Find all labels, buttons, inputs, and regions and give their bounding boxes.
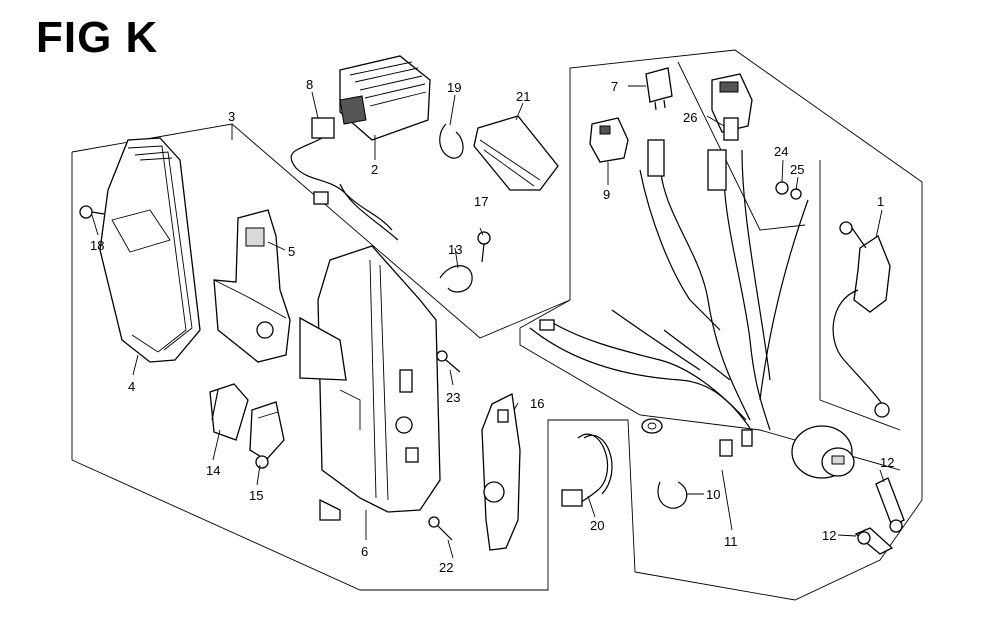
- part-9-connector: [589, 117, 629, 163]
- part-11-harness: [529, 139, 809, 457]
- part-18-screw: [79, 205, 105, 219]
- key-switch: [791, 425, 855, 479]
- callout-18: 18: [90, 238, 104, 253]
- callout-15: 15: [249, 488, 263, 503]
- callout-7: 7: [611, 79, 618, 94]
- callout-1: 1: [877, 194, 884, 209]
- part-2-regulator: [339, 55, 431, 141]
- figure-title: FIG K: [36, 13, 159, 62]
- part-24-nut: [775, 181, 789, 195]
- part-4-cover: [99, 137, 201, 363]
- part-17-bolt: [477, 231, 491, 263]
- part-5-bracket: [213, 209, 291, 363]
- callout-14: 14: [206, 463, 220, 478]
- callout-16: 16: [530, 396, 544, 411]
- part-1-switch: [832, 221, 891, 418]
- part-25-washer: [790, 188, 802, 200]
- callout-11: 11: [724, 534, 738, 549]
- part-23-screw: [436, 350, 461, 373]
- part-7-relay: [645, 67, 673, 111]
- part-19-clip: [439, 123, 464, 159]
- callout-labels: 1 2 3 4 5 6 7 8 9 10 11 12 12 13 14 15 1…: [90, 77, 894, 575]
- part-12-key-lower: [854, 527, 894, 555]
- callout-24: 24: [774, 144, 788, 159]
- callout-5: 5: [288, 244, 295, 259]
- part-22-screw: [428, 516, 453, 541]
- callout-25: 25: [790, 162, 804, 177]
- callout-21: 21: [516, 89, 530, 104]
- callout-22: 22: [439, 560, 453, 575]
- part-16-plate: [481, 393, 521, 551]
- part-26-fuse: [723, 117, 739, 141]
- grommet: [641, 418, 663, 434]
- part-14-switch: [209, 383, 249, 441]
- callout-12-lower: 12: [822, 528, 836, 543]
- fuse-holder: [711, 73, 753, 133]
- callout-8: 8: [306, 77, 313, 92]
- callout-20: 20: [590, 518, 604, 533]
- leader-lines: [91, 85, 885, 559]
- callout-2: 2: [371, 162, 378, 177]
- callout-12-upper: 12: [880, 455, 894, 470]
- callout-23: 23: [446, 390, 460, 405]
- part-6-control-box: [299, 245, 441, 521]
- callout-6: 6: [361, 544, 368, 559]
- part-15-breaker: [249, 401, 285, 469]
- part-12-key-upper: [875, 477, 905, 533]
- callout-13: 13: [448, 242, 462, 257]
- callout-3: 3: [228, 109, 235, 124]
- callout-26: 26: [683, 110, 697, 125]
- callout-9: 9: [603, 187, 610, 202]
- part-13-clamp: [439, 265, 473, 293]
- group-boundaries: [71, 49, 923, 601]
- callout-17: 17: [474, 194, 488, 209]
- callout-19: 19: [447, 80, 461, 95]
- part-20-band: [561, 433, 613, 507]
- part-10-clip: [657, 481, 688, 509]
- part-21-pad: [473, 115, 559, 191]
- part-8-harness: [290, 117, 399, 241]
- callout-4: 4: [128, 379, 135, 394]
- callout-10: 10: [706, 487, 720, 502]
